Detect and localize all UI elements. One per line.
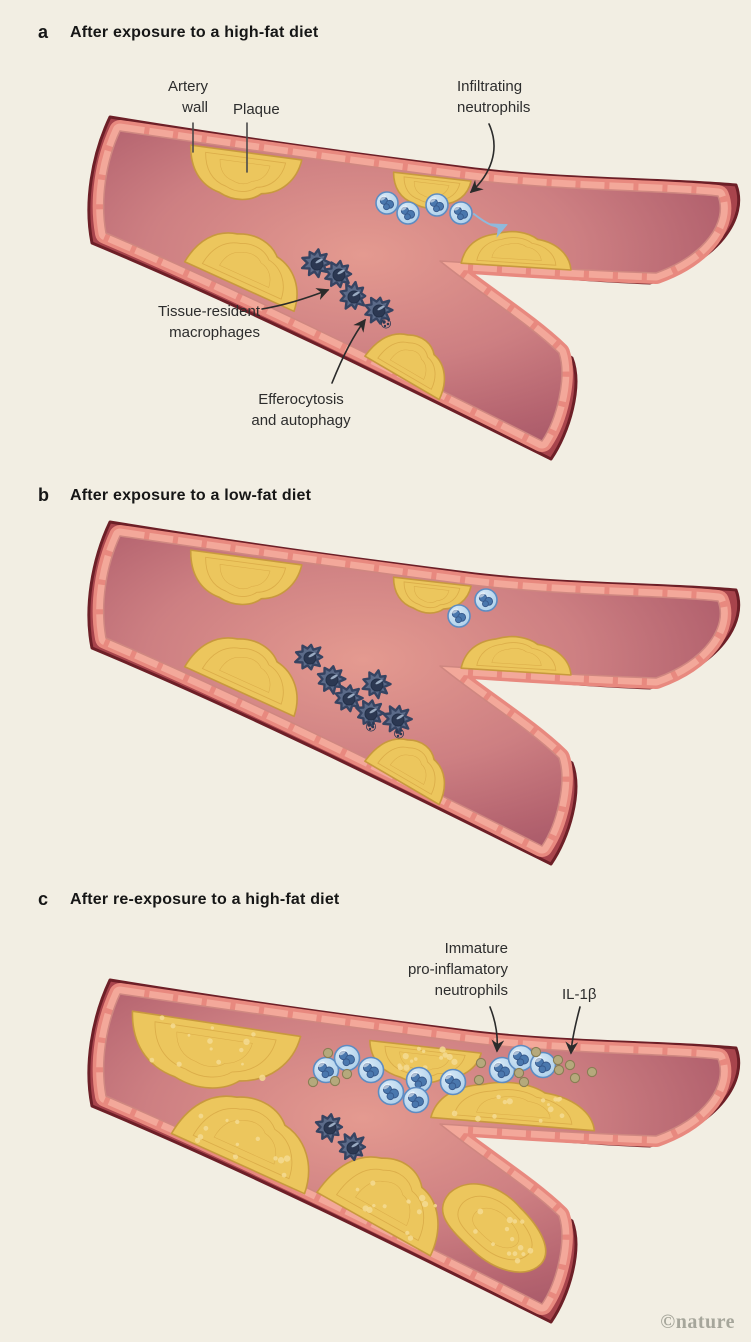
- artery-vessel: [87, 520, 741, 866]
- label-il1b: IL-1β: [562, 986, 597, 1003]
- neutrophil: [377, 1078, 405, 1106]
- plaque: [189, 549, 303, 606]
- macrophage: [316, 665, 347, 695]
- neutrophil: [333, 1044, 361, 1072]
- artery-illustration-a: [87, 115, 741, 461]
- annotation-arrow: [469, 123, 495, 194]
- macrophage: [364, 296, 394, 325]
- panel-b-letter: b: [38, 485, 49, 505]
- neutrophil: [425, 193, 449, 217]
- il1b-dot: [518, 1076, 530, 1088]
- neutrophil: [488, 1056, 516, 1084]
- plaque: [131, 1010, 302, 1089]
- il1b-dot: [322, 1047, 334, 1059]
- panel-b-title: After exposure to a low-fat diet: [70, 487, 312, 504]
- artery-illustration-b: [87, 520, 741, 866]
- macrophage: [355, 699, 385, 728]
- macrophage: [337, 1132, 367, 1162]
- il1b-dot: [329, 1075, 341, 1087]
- macrophage: [300, 248, 332, 279]
- plaque: [364, 333, 446, 401]
- il1b-dot: [569, 1072, 581, 1084]
- artery-illustration-c: [87, 978, 741, 1324]
- il1b-dot: [475, 1057, 487, 1069]
- macrophage: [294, 643, 324, 671]
- il1b-dot: [586, 1066, 598, 1078]
- neutrophil: [474, 588, 498, 612]
- il1b-dot: [564, 1059, 576, 1071]
- neutrophil: [375, 191, 399, 215]
- plaque: [460, 230, 572, 271]
- efferocytosis-debris: [365, 721, 376, 732]
- neutrophil: [529, 1051, 557, 1079]
- plaque: [392, 576, 472, 614]
- macrophage: [361, 669, 392, 700]
- neutrophil: [507, 1044, 535, 1072]
- macrophage: [334, 684, 364, 713]
- label-immature-neutrophils: Immature pro-inflamatory neutrophils: [407, 940, 508, 999]
- annotation-arrow: [565, 1006, 581, 1055]
- il1b-dot: [553, 1064, 565, 1076]
- il1b-dot: [530, 1046, 542, 1058]
- panel-a-letter: a: [38, 22, 49, 42]
- plaque: [316, 1156, 439, 1257]
- macrophage: [314, 1113, 344, 1143]
- plaque: [170, 1095, 310, 1195]
- label-tissue-resident-macrophages: Tissue-resident macrophages: [158, 303, 260, 341]
- annotation-arrow: [261, 288, 330, 310]
- il1b-dot: [473, 1074, 485, 1086]
- label-artery-wall: Artery wall: [167, 78, 208, 116]
- neutrophil: [396, 201, 420, 225]
- neutrophil: [405, 1066, 433, 1094]
- panel-c-title: After re-exposure to a high-fat diet: [70, 891, 340, 908]
- efferocytosis-debris: [393, 728, 404, 739]
- neutrophil: [449, 201, 473, 225]
- label-plaque: Plaque: [233, 101, 280, 118]
- macrophage: [324, 259, 353, 289]
- il1b-dot: [307, 1076, 319, 1088]
- il1b-dot: [513, 1067, 525, 1079]
- plaque: [183, 232, 298, 313]
- nature-credit: ©nature: [660, 1311, 735, 1333]
- annotation-arrow: [489, 1006, 505, 1053]
- plaque: [441, 1183, 547, 1273]
- efferocytosis-debris: [380, 318, 391, 329]
- neutrophil: [357, 1056, 385, 1084]
- macrophage: [382, 704, 413, 735]
- plaque: [364, 738, 446, 806]
- neutrophil: [439, 1068, 467, 1096]
- label-infiltrating-neutrophils: Infiltrating neutrophils: [457, 78, 531, 116]
- artery-vessel: [87, 115, 741, 461]
- il1b-dot: [341, 1068, 353, 1080]
- panel-a-title: After exposure to a high-fat diet: [70, 24, 319, 41]
- il1b-dot: [552, 1054, 564, 1066]
- neutrophil: [402, 1086, 430, 1114]
- annotation-arrow: [473, 213, 508, 238]
- plaque: [183, 637, 298, 718]
- panel-c-letter: c: [38, 889, 49, 909]
- neutrophil: [447, 604, 471, 628]
- plaque: [460, 635, 572, 676]
- label-efferocytosis-autophagy: Efferocytosis and autophagy: [251, 391, 351, 429]
- macrophage: [339, 280, 367, 310]
- annotation-arrow: [331, 318, 366, 384]
